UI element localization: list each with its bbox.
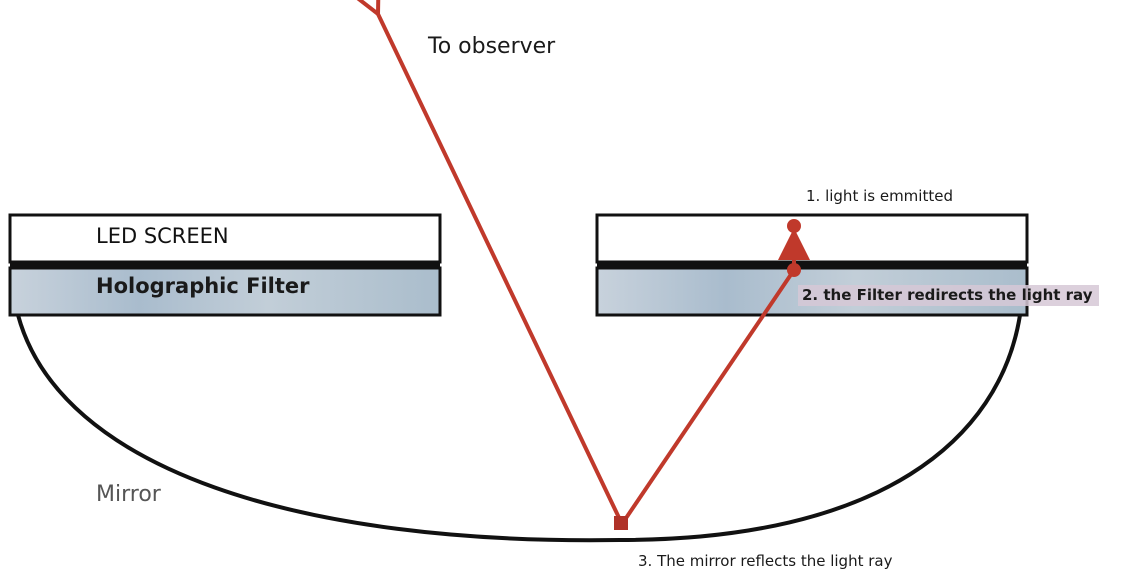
left-panel	[8, 213, 442, 317]
reflection-point	[614, 516, 628, 530]
mirror-label: Mirror	[96, 482, 161, 507]
emission-point	[787, 219, 801, 233]
led-screen-label: LED SCREEN	[96, 224, 229, 248]
step-1-label: 1. light is emmitted	[806, 187, 953, 205]
to-observer-label: To observer	[428, 34, 556, 59]
ray-to-observer	[378, 14, 624, 525]
led-screen-left	[8, 213, 442, 264]
holographic-filter-label: Holographic Filter	[96, 274, 310, 298]
holographic-filter-left	[8, 266, 442, 317]
right-panel	[595, 213, 1029, 317]
step-2-label: 2. the Filter redirects the light ray	[798, 285, 1099, 306]
ray-mirror-to-filter	[620, 268, 796, 526]
ray-up-arrowhead	[778, 228, 810, 260]
mirror-curve	[16, 314, 1022, 543]
step-3-label: 3. The mirror reflects the light ray	[638, 552, 893, 570]
filter-divider-left	[10, 262, 440, 268]
led-screen-right	[595, 213, 1029, 264]
filter-divider-right	[597, 262, 1027, 268]
filter-point	[787, 263, 801, 277]
